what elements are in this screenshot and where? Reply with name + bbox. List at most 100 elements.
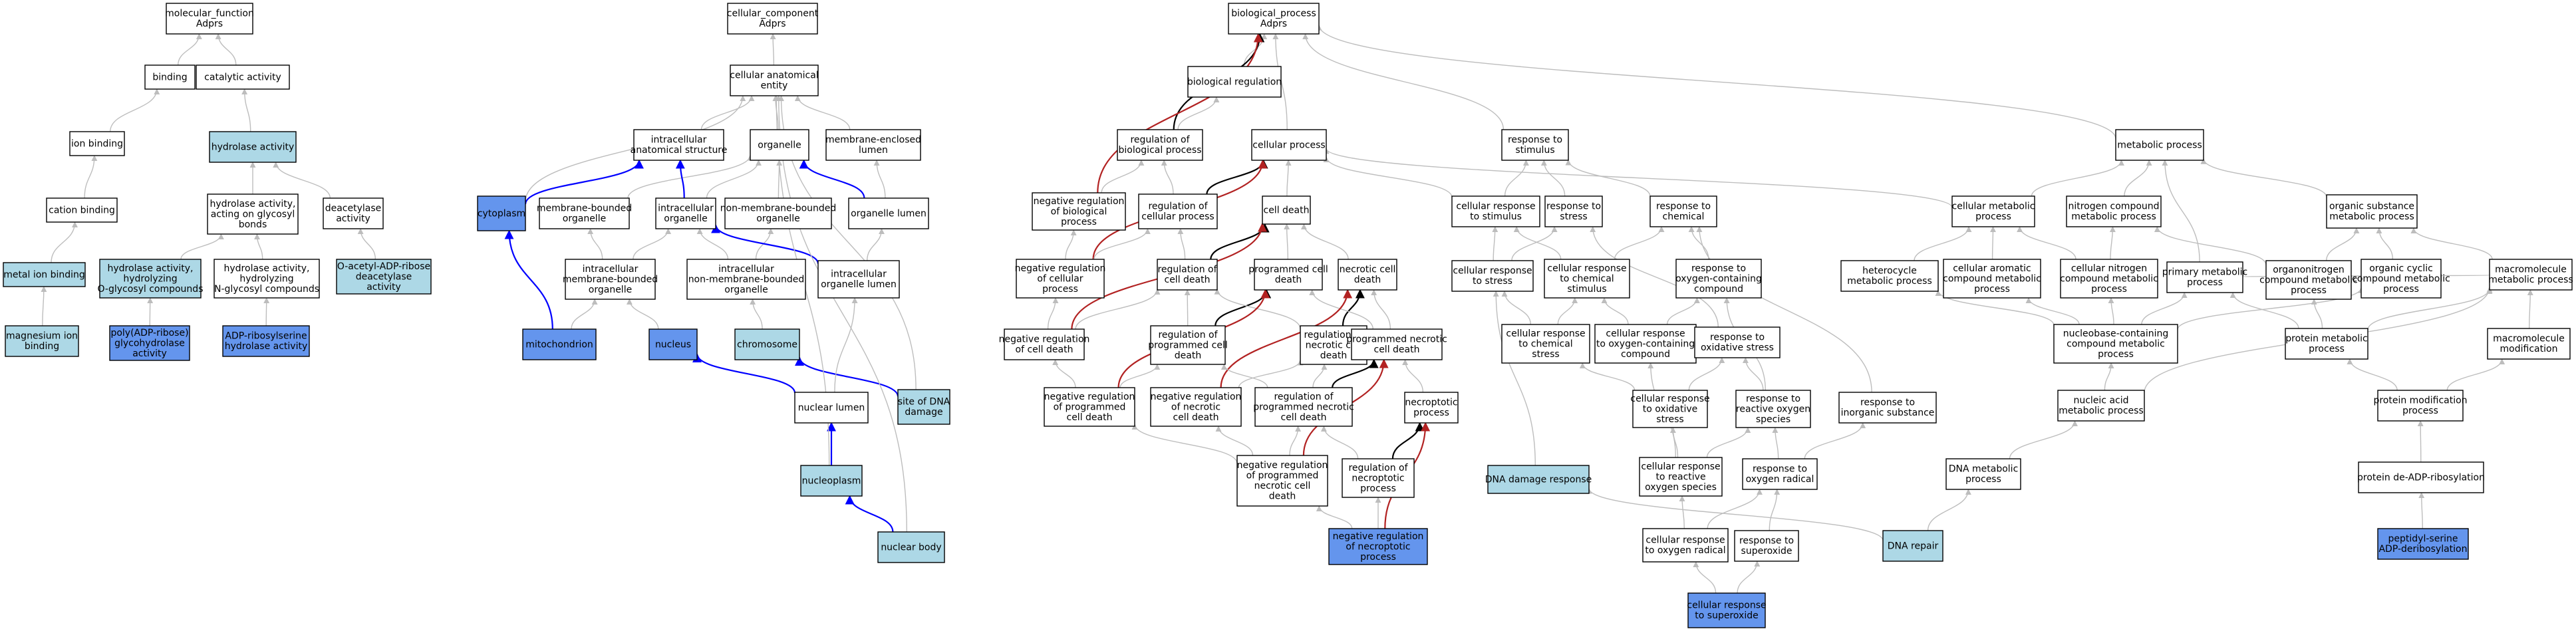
go-node-catalytic[interactable]: catalytic activity: [196, 64, 290, 90]
go-node-nucleoplasm[interactable]: nucleoplasm: [800, 465, 863, 497]
go-node-celldeath[interactable]: cell death: [1262, 195, 1311, 225]
go-node-mito[interactable]: mitochondrion: [522, 328, 597, 360]
go-node-organelle[interactable]: organelle: [750, 129, 809, 161]
go-node-intnonmemb[interactable]: intracellularnon-membrane-boundedorganel…: [686, 259, 806, 300]
go-node-metalion[interactable]: metal ion binding: [3, 262, 86, 287]
go-node-dnadamageresp[interactable]: DNA damage response: [1485, 465, 1592, 494]
go-node-cytoplasm[interactable]: cytoplasm: [477, 195, 526, 231]
go-node-cationbind[interactable]: cation binding: [46, 197, 118, 223]
go-node-metproc[interactable]: metabolic process: [2115, 129, 2204, 161]
edge-regcelldeath-to-celldeath: [1210, 223, 1270, 260]
go-node-label-line: to oxygen radical: [1645, 545, 1725, 556]
go-node-chromosome[interactable]: chromosome: [734, 328, 800, 360]
go-node-bioreg[interactable]: biological regulation: [1187, 66, 1282, 98]
go-node-protdeadp[interactable]: protein de-ADP-ribosylation: [2357, 461, 2485, 493]
go-node-hydglyc[interactable]: hydrolase activity,acting on glycosylbon…: [207, 193, 299, 235]
go-node-nucleus[interactable]: nucleus: [648, 328, 698, 360]
go-node-label-line: organelle: [563, 213, 606, 224]
go-node-hydrolase[interactable]: hydrolase activity: [209, 131, 297, 163]
go-node-hydoglyc[interactable]: hydrolase activity,hydrolyzingO-glycosyl…: [98, 259, 204, 299]
go-node-cellproc[interactable]: cellular process: [1251, 129, 1327, 161]
go-node-hydnglyc[interactable]: hydrolase activity,hydrolyzingN-glycosyl…: [214, 259, 320, 299]
go-node-label-line: compound metabolic: [2060, 273, 2158, 284]
go-node-nucbody[interactable]: nuclear body: [877, 531, 945, 563]
go-node-binding[interactable]: binding: [144, 64, 196, 90]
go-node-orglumen[interactable]: organelle lumen: [848, 197, 929, 229]
go-node-nuclumen[interactable]: nuclear lumen: [794, 392, 869, 424]
go-node-dnarepair[interactable]: DNA repair: [1882, 530, 1943, 562]
go-node-ionbind[interactable]: ion binding: [69, 131, 125, 156]
go-node-label-line: metabolic process: [2329, 211, 2414, 222]
